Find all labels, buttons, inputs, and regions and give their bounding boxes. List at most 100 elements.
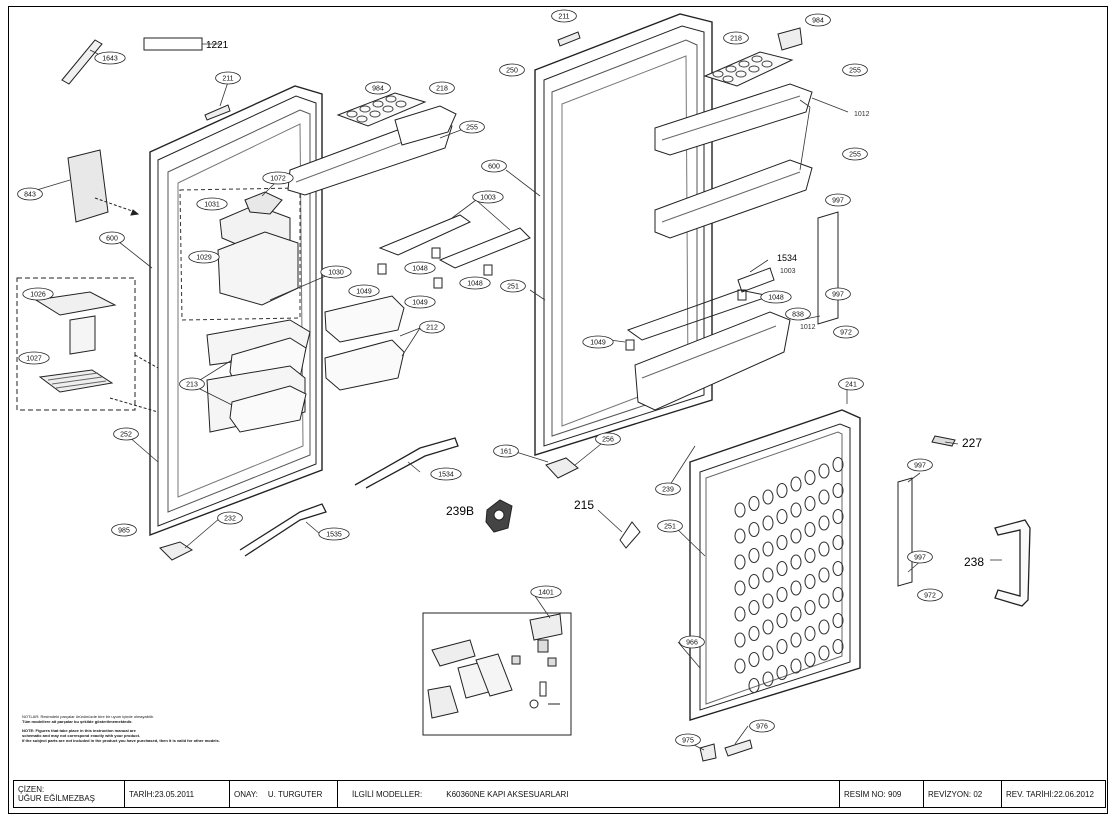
note-line-1: NOTLAR: Resimdeki parçalar ürününüzde bi… <box>22 714 154 719</box>
callout-984: 984 <box>805 13 831 27</box>
svg-text:1030: 1030 <box>328 270 344 277</box>
callout-966: 966 <box>679 635 705 649</box>
callout-213: 213 <box>179 377 205 391</box>
callout-1027: 1027 <box>18 351 50 365</box>
svg-text:256: 256 <box>602 437 614 444</box>
callout-1072: 1072 <box>262 171 294 185</box>
callout-1012: 1012 <box>854 111 870 118</box>
svg-text:213: 213 <box>186 382 198 389</box>
callout-161: 161 <box>493 444 519 458</box>
svg-text:211: 211 <box>222 76 233 83</box>
resim-no-cell: RESİM NO: 909 <box>839 781 923 807</box>
callout-251: 251 <box>657 519 683 533</box>
svg-text:255: 255 <box>849 68 861 75</box>
callout-255: 255 <box>459 120 485 134</box>
svg-text:211: 211 <box>558 14 569 21</box>
notes-block: NOTLAR: Resimdeki parçalar ürününüzde bi… <box>22 714 262 743</box>
svg-text:1026: 1026 <box>30 292 46 299</box>
callout-211: 211 <box>551 9 577 23</box>
svg-text:212: 212 <box>426 325 438 332</box>
callout-1535: 1535 <box>318 527 350 541</box>
svg-text:1534: 1534 <box>438 472 454 479</box>
svg-text:975: 975 <box>682 738 694 745</box>
modeller-value: K60360NE KAPI AKSESUARLARI <box>446 789 569 799</box>
svg-text:250: 250 <box>506 68 518 75</box>
svg-text:1049: 1049 <box>590 340 606 347</box>
svg-text:997: 997 <box>914 463 926 470</box>
callout-600: 600 <box>99 231 125 245</box>
svg-text:843: 843 <box>24 192 36 199</box>
callout-975: 975 <box>675 733 701 747</box>
tarih-cell: TARİH:23.05.2011 <box>124 781 229 807</box>
callout-972: 972 <box>917 588 943 602</box>
svg-text:997: 997 <box>832 198 844 205</box>
callout-251: 251 <box>500 279 526 293</box>
resim-no: RESİM NO: 909 <box>844 789 902 799</box>
callout-255: 255 <box>842 63 868 77</box>
svg-text:600: 600 <box>106 236 118 243</box>
outer-door-assembly <box>689 409 861 762</box>
callout-600: 600 <box>481 159 507 173</box>
callout-1026: 1026 <box>22 287 54 301</box>
callout-1030: 1030 <box>320 265 352 279</box>
callout-984: 984 <box>365 81 391 95</box>
rev-tarihi-cell: REV. TARİHİ:22.06.2012 <box>1001 781 1105 807</box>
right-door-assembly <box>534 13 839 479</box>
cizen-name: UĞUR EĞİLMEZBAŞ <box>18 794 95 803</box>
door-dimple-pattern <box>734 457 844 693</box>
callout-1049: 1049 <box>348 284 380 298</box>
note-line-2: Tüm modellere ait parçalar bu şekilde gö… <box>22 719 133 724</box>
svg-text:997: 997 <box>832 292 844 299</box>
callout-215: 215 <box>574 498 594 512</box>
modeller-cell: İLGİLİ MODELLER: K60360NE KAPI AKSESUARL… <box>337 781 839 807</box>
rev-tarihi: REV. TARİHİ:22.06.2012 <box>1006 789 1094 799</box>
svg-text:1401: 1401 <box>538 590 554 597</box>
callout-1003: 1003 <box>472 190 504 204</box>
leader-lines <box>29 43 1002 751</box>
callout-211: 211 <box>215 71 241 85</box>
callout-1003: 1003 <box>780 268 796 275</box>
revizyon: REVİZYON: 02 <box>928 789 983 799</box>
svg-text:255: 255 <box>849 152 861 159</box>
svg-text:976: 976 <box>756 724 768 731</box>
revizyon-cell: REVİZYON: 02 <box>923 781 1001 807</box>
svg-text:1643: 1643 <box>102 56 118 63</box>
svg-text:1048: 1048 <box>412 266 428 273</box>
modeller-label: İLGİLİ MODELLER: <box>352 789 423 799</box>
callout-1534: 1534 <box>777 253 797 263</box>
svg-text:1027: 1027 <box>26 356 42 363</box>
cizen-label: ÇİZEN: <box>18 785 45 794</box>
callout-232: 232 <box>217 511 243 525</box>
callout-218: 218 <box>723 31 749 45</box>
svg-text:252: 252 <box>120 432 132 439</box>
filter-parts-group <box>16 277 159 413</box>
callout-227: 227 <box>962 436 982 450</box>
svg-text:984: 984 <box>812 18 824 25</box>
callout-985: 985 <box>111 523 137 537</box>
center-parts <box>485 499 641 549</box>
callout-256: 256 <box>595 432 621 446</box>
callout-1012: 1012 <box>800 324 816 331</box>
svg-text:251: 251 <box>507 284 519 291</box>
svg-text:1535: 1535 <box>326 532 342 539</box>
svg-text:218: 218 <box>730 36 742 43</box>
onay-name: U. TURGUTER <box>267 789 323 799</box>
cizen-cell: ÇİZEN: UĞUR EĞİLMEZBAŞ <box>14 781 124 807</box>
callout-1049: 1049 <box>582 335 614 349</box>
callout-1029: 1029 <box>188 250 220 264</box>
callout-212: 212 <box>419 320 445 334</box>
callout-218: 218 <box>429 81 455 95</box>
svg-text:1031: 1031 <box>204 202 220 209</box>
svg-text:232: 232 <box>224 516 236 523</box>
callout-1534: 1534 <box>430 467 462 481</box>
callout-239: 239 <box>655 482 681 496</box>
onay-cell: ONAY: U. TURGUTER <box>229 781 337 807</box>
callout-239B: 239B <box>446 504 474 518</box>
svg-text:251: 251 <box>664 524 676 531</box>
svg-text:1048: 1048 <box>467 281 483 288</box>
callout-252: 252 <box>113 427 139 441</box>
callout-1048: 1048 <box>404 261 436 275</box>
note-line-3: NOTE: Figures that take place in this in… <box>22 728 136 733</box>
